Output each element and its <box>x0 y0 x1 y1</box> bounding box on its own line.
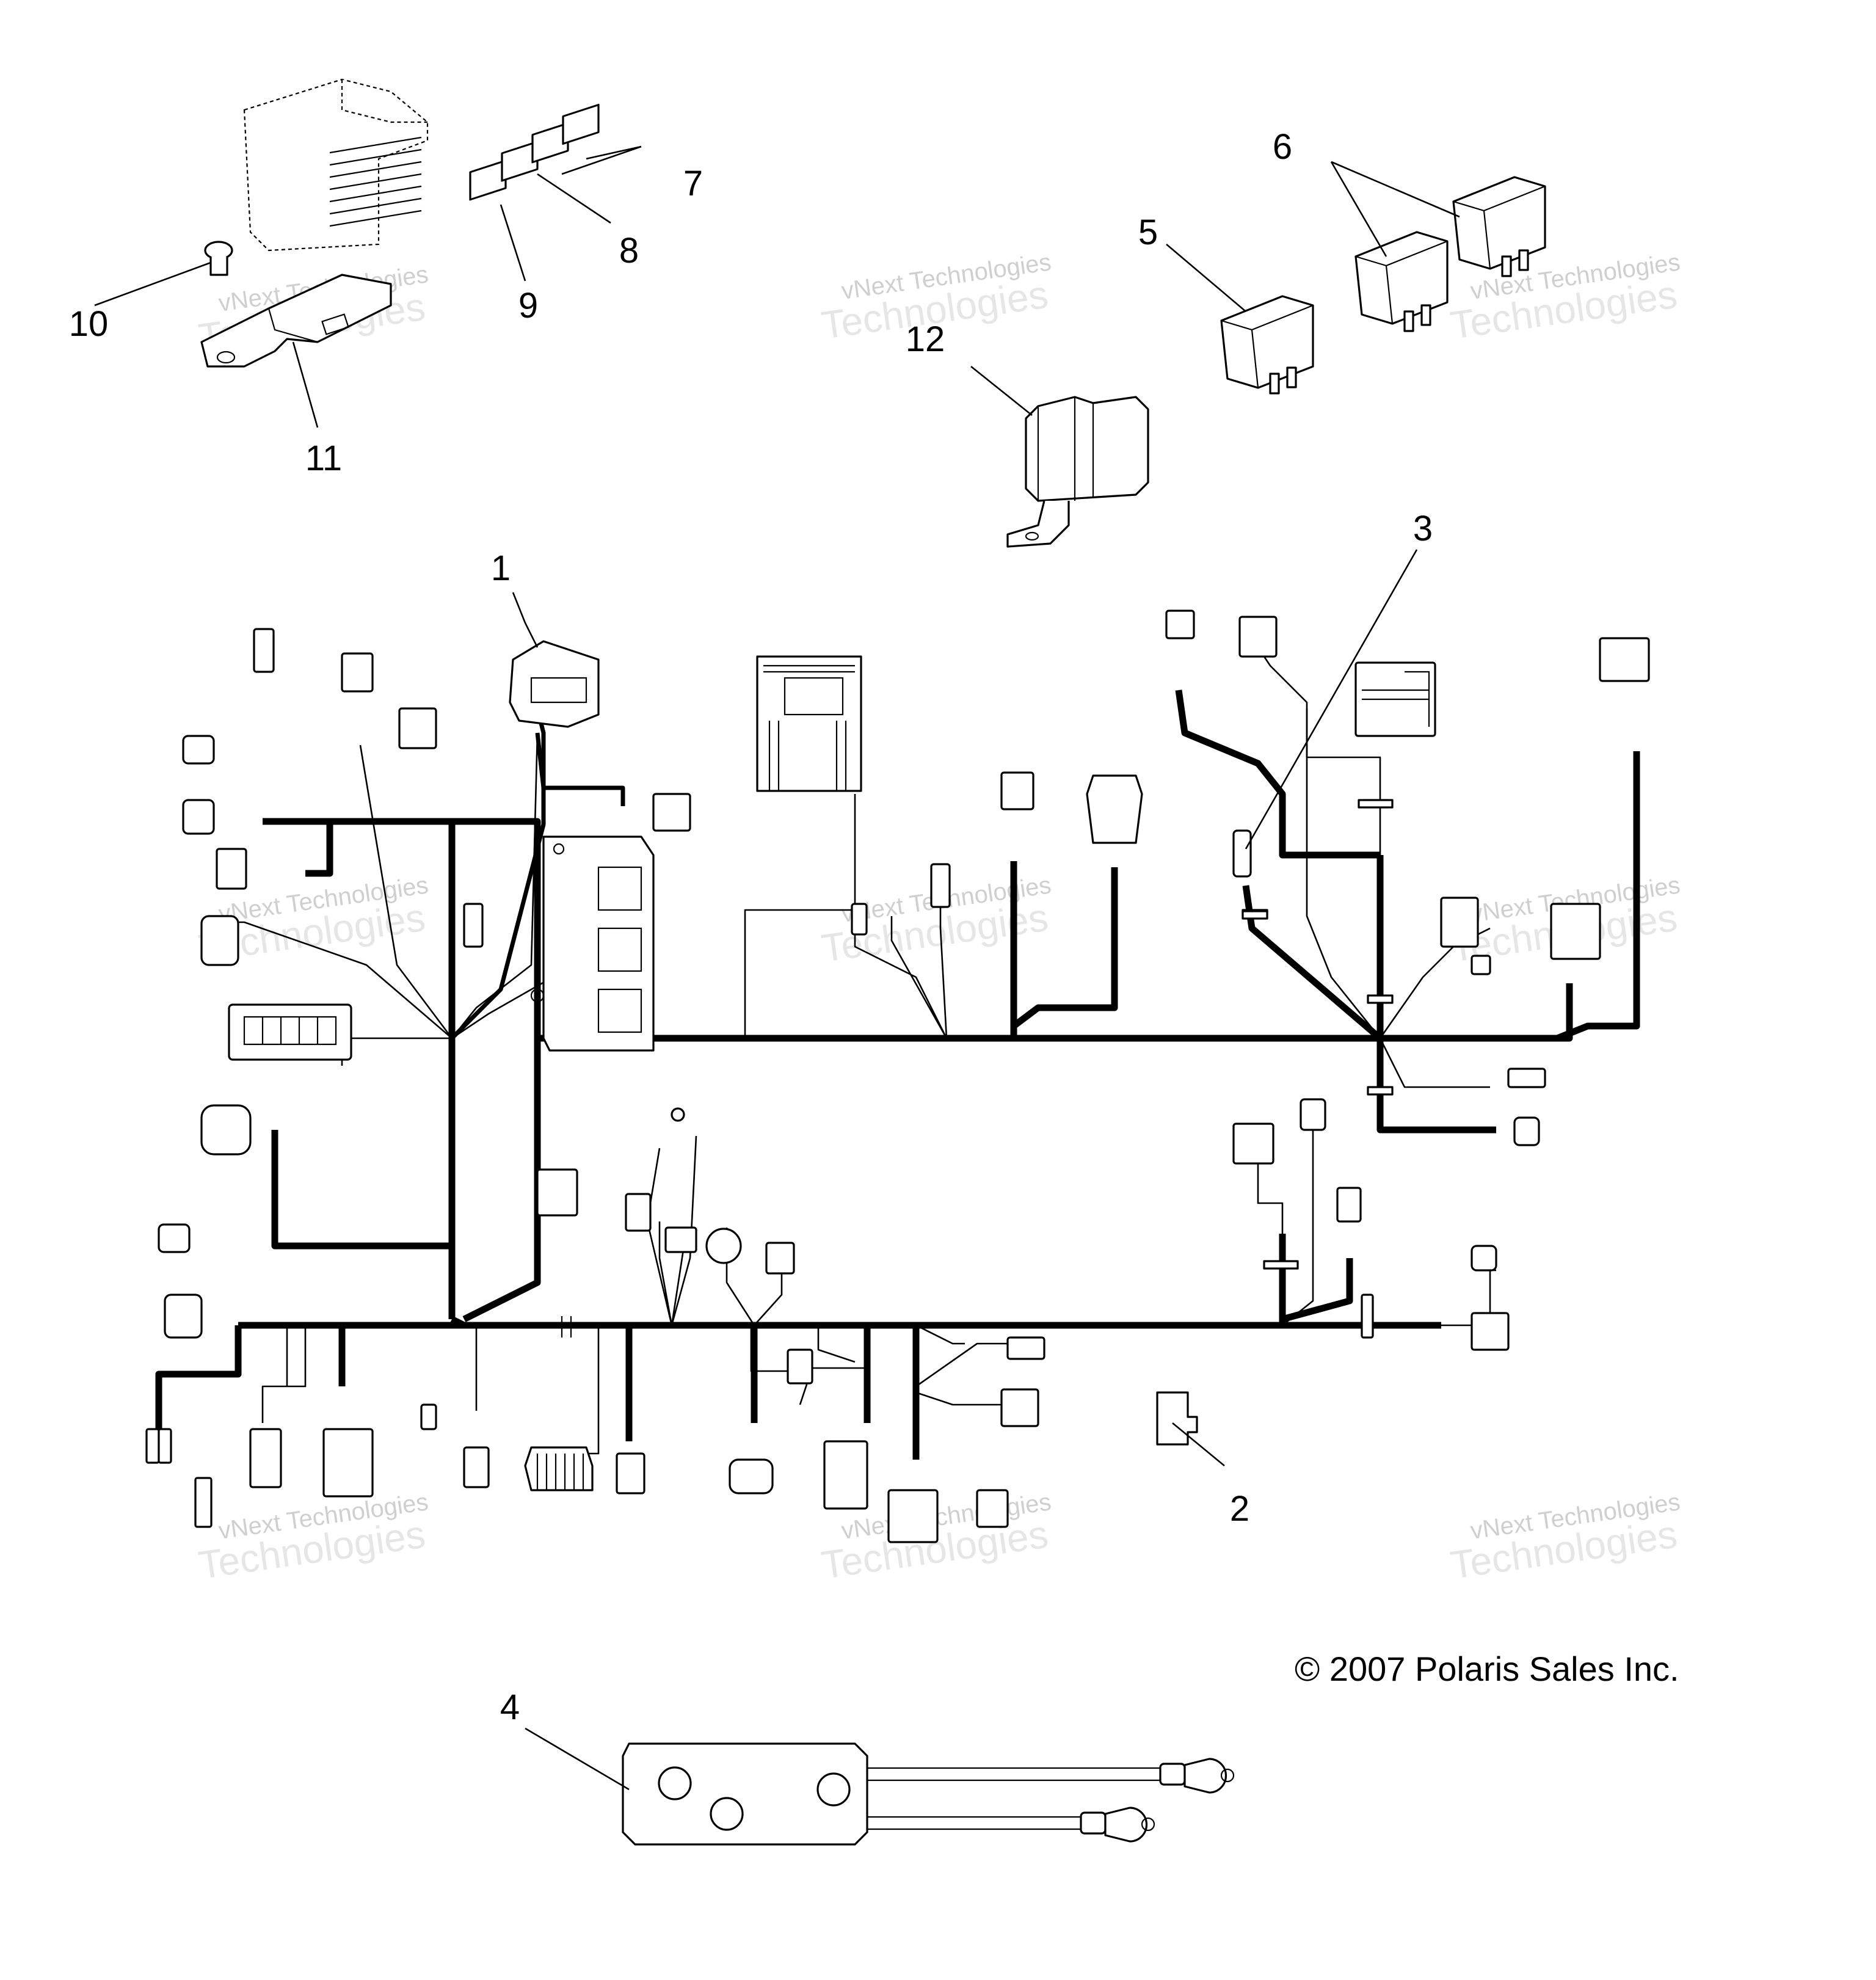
relay-item6a <box>1354 231 1449 332</box>
connector <box>145 1428 160 1464</box>
connector <box>1000 771 1034 810</box>
connector <box>671 1107 685 1122</box>
connector <box>1006 1336 1045 1360</box>
connector <box>1165 610 1195 639</box>
callout-9: 9 <box>518 286 538 326</box>
control-module <box>1006 396 1149 548</box>
relay-item5 <box>1220 295 1314 395</box>
watermark-bottom-left: vNext Technologies Technologies <box>196 1488 430 1587</box>
connector <box>420 1403 437 1430</box>
fuse-box-cover <box>243 78 429 252</box>
connector <box>787 1349 813 1385</box>
connector <box>158 1223 191 1253</box>
connector <box>616 1452 645 1494</box>
connector <box>216 848 247 890</box>
connector <box>1232 829 1252 878</box>
connector <box>765 1242 795 1275</box>
connector <box>463 903 484 948</box>
connector <box>1238 616 1278 658</box>
connector <box>976 1489 1009 1528</box>
callout-7: 7 <box>683 164 703 203</box>
connector <box>1000 1388 1039 1427</box>
connector <box>1507 1068 1546 1088</box>
callout-6: 6 <box>1273 127 1292 167</box>
callout-12: 12 <box>906 319 945 359</box>
connector <box>930 863 951 908</box>
battery-cable-assembly <box>622 1742 1235 1846</box>
mounting-bracket <box>200 241 392 368</box>
connector <box>1471 955 1491 975</box>
connector <box>322 1428 374 1498</box>
callout-11: 11 <box>305 439 342 478</box>
connector <box>705 1228 742 1264</box>
connector <box>200 915 239 966</box>
callout-labels: 1 2 3 4 5 6 7 8 9 10 11 12 <box>69 127 1433 1727</box>
fuse-block <box>228 1003 352 1061</box>
relay-item6b <box>1452 176 1546 277</box>
callout-8: 8 <box>619 231 639 271</box>
connector-item1 <box>509 640 600 728</box>
callout-2: 2 <box>1230 1489 1249 1529</box>
connector <box>1232 1123 1274 1165</box>
connector-starter <box>524 1446 594 1491</box>
main-harness <box>155 647 1640 1466</box>
connector <box>823 1440 868 1510</box>
connector <box>729 1458 774 1494</box>
callout-3: 3 <box>1413 509 1433 548</box>
connector <box>253 628 275 673</box>
watermark-bottom-right: vNext Technologies Technologies <box>1448 1488 1682 1587</box>
connector <box>851 903 868 936</box>
connector <box>1599 637 1650 682</box>
main-connector <box>756 655 862 792</box>
callout-10: 10 <box>69 304 109 344</box>
cable-ties <box>561 799 1394 1338</box>
connector <box>1440 897 1479 948</box>
connector <box>625 1193 652 1232</box>
connector <box>398 707 437 749</box>
callout-1: 1 <box>491 548 511 588</box>
connector <box>652 793 691 832</box>
connector <box>182 799 215 835</box>
connector <box>1513 1116 1540 1146</box>
connector <box>1300 1098 1326 1131</box>
connector <box>1550 903 1601 960</box>
connector <box>664 1226 697 1253</box>
connector <box>1086 774 1143 844</box>
connector <box>249 1428 282 1488</box>
callout-4: 4 <box>500 1687 520 1727</box>
copyright-notice: © 2007 Polaris Sales Inc. <box>1295 1650 1679 1688</box>
connector <box>194 1477 213 1528</box>
fuse-set <box>469 103 600 201</box>
connector <box>463 1446 490 1488</box>
connector <box>536 1168 578 1217</box>
connector <box>158 1428 172 1464</box>
connector <box>182 735 215 765</box>
connector <box>341 652 374 693</box>
connector <box>1336 1187 1362 1223</box>
connector <box>887 1489 939 1543</box>
callout-5: 5 <box>1138 213 1158 252</box>
connector-item2 <box>1156 1391 1198 1446</box>
connector <box>200 1104 252 1156</box>
connector <box>1471 1312 1510 1351</box>
connector <box>164 1294 203 1339</box>
connectors <box>145 610 1650 1543</box>
leader-lines <box>94 145 1460 1791</box>
connector <box>1361 1294 1374 1339</box>
connector <box>1471 1245 1497 1272</box>
